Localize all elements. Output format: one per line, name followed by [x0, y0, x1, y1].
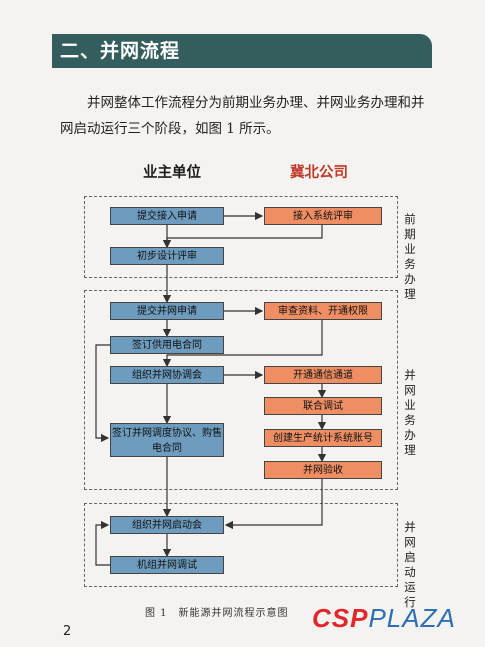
arrow-unit-loop — [95, 520, 110, 566]
section-title: 二、并网流程 — [60, 40, 181, 62]
box-prelim-design: 初步设计评审 — [110, 247, 224, 265]
box-sign-power: 签订供用电合同 — [110, 336, 224, 354]
owner-column-heading: 业主单位 — [143, 165, 201, 181]
figure-caption: 图 1 新能源并网流程示意图 — [145, 608, 289, 619]
stage-startup-frame — [84, 503, 398, 587]
intro-paragraph: 并网整体工作流程分为前期业务办理、并网业务办理和并网启动运行三个阶段，如图 1 … — [60, 95, 425, 137]
stage-early-label: 前期业务办理 — [404, 212, 416, 301]
stage-startup-label: 并网启动运行 — [404, 520, 416, 609]
watermark-logo: CSPPLAZA — [312, 601, 456, 635]
box-joint-debug: 联合调试 — [264, 397, 382, 415]
box-access-review: 接入系统评审 — [264, 207, 382, 225]
box-sign-dispatch: 签订并网调度协议、购售电合同 — [110, 423, 224, 457]
company-column-heading: 冀北公司 — [290, 165, 348, 181]
box-review-data: 审查资料、开通权限 — [264, 302, 382, 320]
box-startup-meeting: 组织并网启动会 — [110, 516, 224, 534]
stage-grid-label: 并网业务办理 — [404, 368, 416, 457]
box-submit-grid: 提交并网申请 — [110, 302, 224, 320]
box-grid-accept: 并网验收 — [264, 461, 382, 479]
logo-plaza: PLAZA — [368, 603, 456, 633]
page-number: 2 — [63, 624, 72, 639]
box-create-account: 创建生产统计系统账号 — [264, 429, 382, 447]
box-coord-meeting: 组织并网协调会 — [110, 366, 224, 384]
box-submit-access: 提交接入申请 — [110, 207, 224, 225]
arrow-reviewdata-to-coord — [162, 320, 323, 368]
stage-early-frame — [84, 196, 398, 278]
box-open-channel: 开通通信通道 — [264, 366, 382, 384]
arrow-sign-to-dispatch — [95, 344, 110, 443]
arrow-accept-to-startup — [224, 479, 323, 530]
arrow-review-to-design — [162, 225, 323, 249]
box-unit-debug: 机组并网调试 — [110, 556, 224, 574]
stage-grid-frame — [84, 290, 398, 490]
section-header-bar — [52, 34, 432, 68]
logo-csp: CSP — [312, 603, 369, 633]
